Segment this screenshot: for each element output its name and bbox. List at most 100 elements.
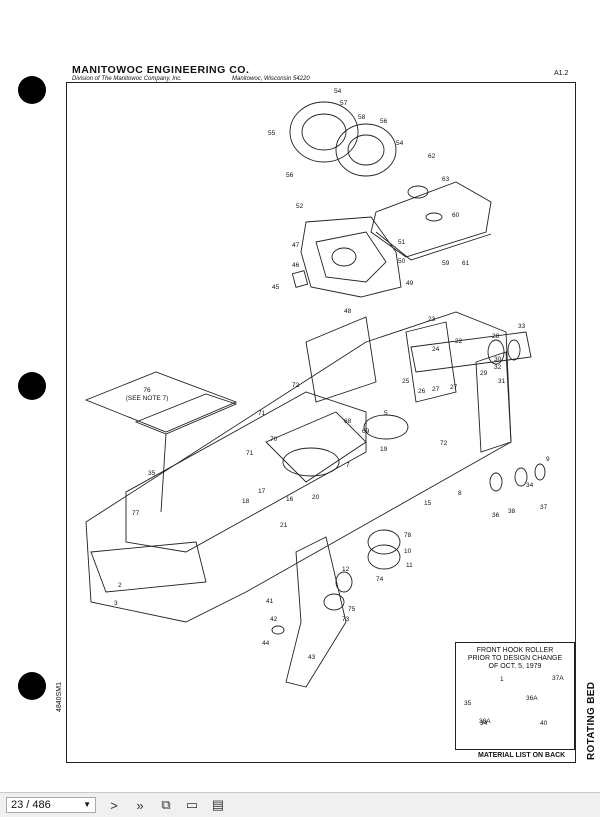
part-callout: 21 <box>280 522 288 529</box>
page-indicator: 23 / 486 <box>11 799 51 811</box>
part-callout: 30 <box>494 356 502 363</box>
part-callout: 27 <box>450 384 458 391</box>
part-callout: 37A <box>552 675 564 682</box>
part-callout: 17 <box>258 488 266 495</box>
page-number-box[interactable]: 23 / 486 ▼ <box>6 797 96 813</box>
part-callout: 28 <box>492 333 500 340</box>
part-callout: 19 <box>380 446 388 453</box>
part-callout: 5 <box>384 410 388 417</box>
page-layout-icon[interactable]: ▭ <box>185 797 199 812</box>
punch-hole <box>18 372 46 400</box>
inset-caption-line: FRONT HOOK ROLLER <box>476 647 554 654</box>
part-callout: 60 <box>452 212 460 219</box>
part-callout: 18 <box>242 498 250 505</box>
part-callout: 23 <box>428 316 436 323</box>
chevron-down-icon[interactable]: ▼ <box>83 800 91 809</box>
part-callout: 78 <box>404 532 412 539</box>
punch-hole <box>18 672 46 700</box>
part-callout: 54 <box>334 88 342 95</box>
part-callout: 2 <box>118 582 122 589</box>
inset-caption-line: OF OCT. 5, 1979 <box>488 663 542 670</box>
part-callout: 11 <box>406 562 413 569</box>
part-callout: 29 <box>480 370 488 377</box>
frame-line <box>66 762 576 763</box>
note-plate-shape <box>84 371 238 433</box>
part-callout: 35 <box>464 700 472 707</box>
viewer-toolbar: 23 / 486 ▼ > » ⧉ ▭ ▤ <box>0 792 600 817</box>
part-callout: 72 <box>292 382 300 389</box>
document-number: 4840SM1 <box>56 682 63 712</box>
part-callout: 57 <box>340 100 348 107</box>
part-callout: 69 <box>362 428 370 435</box>
exploded-parts-drawing <box>84 101 552 708</box>
part-callout: 16 <box>286 496 294 503</box>
part-callout: 35 <box>148 470 156 477</box>
part-callout: 56 <box>286 172 294 179</box>
part-callout: 74 <box>376 576 384 583</box>
part-callout: 42 <box>270 616 278 623</box>
part-callout: 7 <box>346 462 350 469</box>
part-callout: 40 <box>540 720 548 727</box>
page-reference: A1.2 <box>554 70 569 77</box>
part-callout: 62 <box>428 153 436 160</box>
part-callout: 1 <box>500 676 504 683</box>
part-callout: 61 <box>462 260 470 267</box>
part-callout: 48 <box>344 308 352 315</box>
punch-hole <box>18 76 46 104</box>
next-page-icon[interactable]: > <box>110 797 118 813</box>
part-callout: 71 <box>246 450 254 457</box>
part-callout: 49 <box>406 280 414 287</box>
part-callout: 68 <box>344 418 352 425</box>
part-callout: 3 <box>114 600 118 607</box>
see-note-label: 76 (SEE NOTE 7) <box>112 387 182 403</box>
part-callout: 26 <box>418 388 426 395</box>
part-callout: 31 <box>498 378 506 385</box>
part-callout: 41 <box>266 598 274 605</box>
part-callout: 58 <box>358 114 366 121</box>
part-callout: 10 <box>404 548 412 555</box>
part-callout: 51 <box>398 239 406 246</box>
part-callout: 34 <box>526 482 534 489</box>
note-number: 76 <box>143 387 151 394</box>
part-callout: 70 <box>270 436 278 443</box>
inset-caption: FRONT HOOK ROLLER PRIOR TO DESIGN CHANGE… <box>456 647 574 671</box>
part-callout: 77 <box>132 510 140 517</box>
part-callout: 55 <box>268 130 276 137</box>
part-callout: 12 <box>342 566 350 573</box>
gearbox-housing-shape <box>300 216 402 298</box>
part-callout: 34 <box>480 720 488 727</box>
section-title: ROTATING BED <box>586 681 597 760</box>
part-callout: 32 <box>494 364 502 371</box>
part-callout: 38A <box>479 718 491 725</box>
part-callout: 36 <box>492 512 500 519</box>
company-name: MANITOWOC ENGINEERING CO. <box>72 64 250 76</box>
copy-icon[interactable]: ⧉ <box>161 797 171 812</box>
inset-box: FRONT HOOK ROLLER PRIOR TO DESIGN CHANGE… <box>455 642 575 750</box>
part-callout: 52 <box>296 203 304 210</box>
part-callout: 22 <box>455 338 463 345</box>
brake-drum-shape <box>289 101 359 163</box>
part-callout: 33 <box>518 323 526 330</box>
part-callout: 54 <box>396 140 404 147</box>
part-callout: 15 <box>424 500 432 507</box>
part-callout: 9 <box>546 456 550 463</box>
part-callout: 25 <box>402 378 410 385</box>
note-text: (SEE NOTE 7) <box>125 395 169 402</box>
part-callout: 50 <box>398 258 406 265</box>
part-callout: 63 <box>442 176 450 183</box>
division-line: Division of The Manitowoc Company, Inc. <box>72 76 182 82</box>
city-line: Manitowoc, Wisconsin 54220 <box>232 76 310 82</box>
part-callout: 27 <box>432 386 440 393</box>
part-callout: 46 <box>292 262 300 269</box>
part-callout: 75 <box>348 606 356 613</box>
cover-plate-shape <box>370 181 492 258</box>
part-callout: 73 <box>342 616 350 623</box>
part-callout: 72 <box>440 440 448 447</box>
last-page-icon[interactable]: » <box>136 797 144 813</box>
rotating-bed-frame-shape <box>85 311 512 623</box>
pages-icon[interactable]: ▤ <box>211 797 225 812</box>
part-callout: 44 <box>262 640 270 647</box>
part-callout: 8 <box>458 490 462 497</box>
inset-caption-line: PRIOR TO DESIGN CHANGE <box>467 655 563 662</box>
part-callout: 56 <box>380 118 388 125</box>
